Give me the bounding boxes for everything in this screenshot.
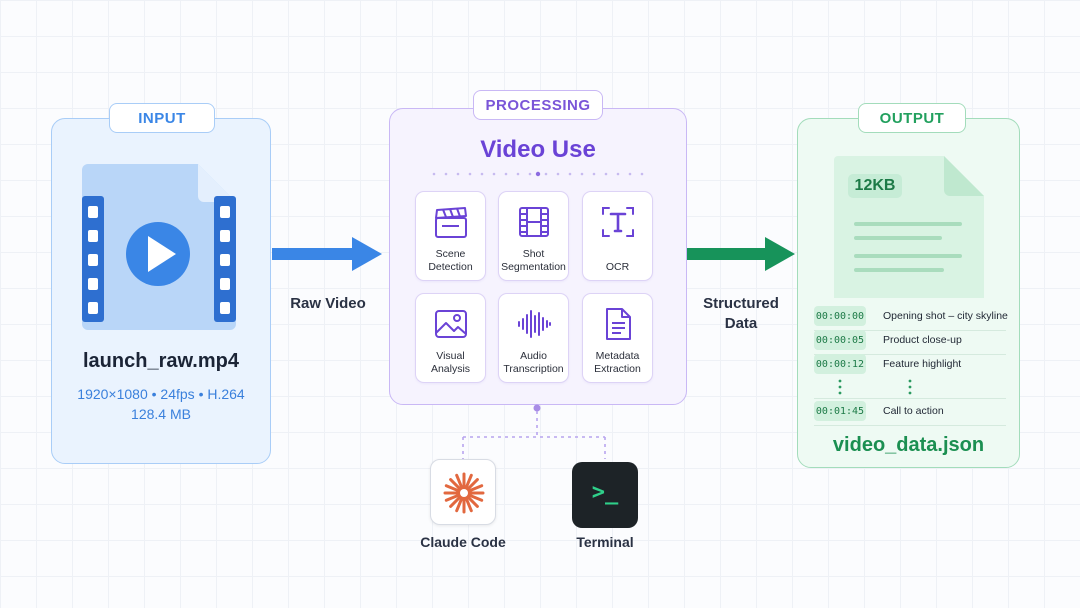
processing-title: Video Use <box>480 136 596 163</box>
timestamp: 00:00:05 <box>814 330 866 350</box>
tools-connector <box>462 404 606 459</box>
tile-label: OCR <box>605 261 630 273</box>
input-meta-size: 128.4 MB <box>131 406 191 422</box>
tile-scene-detection[interactable]: Scene Detection <box>415 191 486 281</box>
row-divider <box>814 425 1006 426</box>
tile-label: Metadata Extraction <box>594 350 641 375</box>
row-divider <box>814 330 1006 331</box>
input-meta-specs: 1920×1080 • 24fps • H.264 <box>77 386 245 402</box>
clapperboard-icon <box>435 207 467 238</box>
timeline-row[interactable]: 00:00:12 Feature highlight <box>814 354 1006 376</box>
output-badge: OUTPUT <box>858 103 966 133</box>
tile-audio-transcription[interactable]: Audio Transcription <box>498 293 569 383</box>
processing-badge: PROCESSING <box>473 90 603 120</box>
claude-asterisk-icon <box>443 472 485 514</box>
terminal-label: Terminal <box>576 534 634 550</box>
input-filename: launch_raw.mp4 <box>83 350 239 372</box>
row-description: Opening shot – city skyline <box>883 310 1008 322</box>
timeline-row[interactable]: 00:00:00 Opening shot – city skyline <box>814 306 1008 331</box>
row-divider <box>814 354 1006 355</box>
structured-data-line2: Data <box>724 315 758 332</box>
raw-video-label: Raw Video <box>290 295 366 312</box>
row-description: Call to action <box>883 405 944 417</box>
image-icon <box>435 310 467 338</box>
structured-data-arrow <box>687 237 795 271</box>
tile-label: Shot Segmentation <box>501 248 566 273</box>
output-filename: video_data.json <box>832 434 985 456</box>
video-file-icon <box>82 164 236 330</box>
input-badge: INPUT <box>109 103 215 133</box>
tile-label: Visual Analysis <box>430 350 471 375</box>
file-size-badge: 12KB <box>848 174 902 198</box>
row-divider <box>814 398 1006 399</box>
timeline-row[interactable]: 00:00:05 Product close-up <box>814 330 1006 355</box>
audio-wave-icon <box>518 310 551 338</box>
tile-shot-segmentation[interactable]: Shot Segmentation <box>498 191 569 281</box>
timeline-row[interactable]: 00:01:45 Call to action <box>814 401 1006 426</box>
row-description: Product close-up <box>883 334 962 346</box>
timestamp: 00:01:45 <box>814 401 866 421</box>
title-dotted-divider <box>432 171 644 177</box>
raw-video-arrow <box>272 237 382 271</box>
structured-data-line1: Structured <box>703 295 779 312</box>
row-description: Feature highlight <box>883 358 962 370</box>
terminal-prompt-icon: >_ <box>591 480 619 505</box>
tile-label: Scene Detection <box>428 248 473 273</box>
structured-data-label: Structured Data <box>687 294 795 334</box>
claude-code-tool[interactable] <box>430 459 496 525</box>
terminal-tool[interactable]: >_ <box>572 462 638 528</box>
tile-metadata-extraction[interactable]: Metadata Extraction <box>582 293 653 383</box>
timestamp: 00:00:12 <box>814 354 866 374</box>
input-file-meta: 1920×1080 • 24fps • H.264 128.4 MB <box>51 384 271 424</box>
tile-ocr[interactable]: OCR <box>582 191 653 281</box>
tile-label: Audio Transcription <box>503 350 564 375</box>
timestamp: 00:00:00 <box>814 306 866 326</box>
tile-visual-analysis[interactable]: Visual Analysis <box>415 293 486 383</box>
ellipsis-vertical-icon <box>838 379 912 395</box>
film-strip-icon <box>519 207 549 237</box>
document-icon <box>606 308 631 340</box>
claude-code-label: Claude Code <box>420 534 506 550</box>
text-scan-icon <box>602 207 634 237</box>
